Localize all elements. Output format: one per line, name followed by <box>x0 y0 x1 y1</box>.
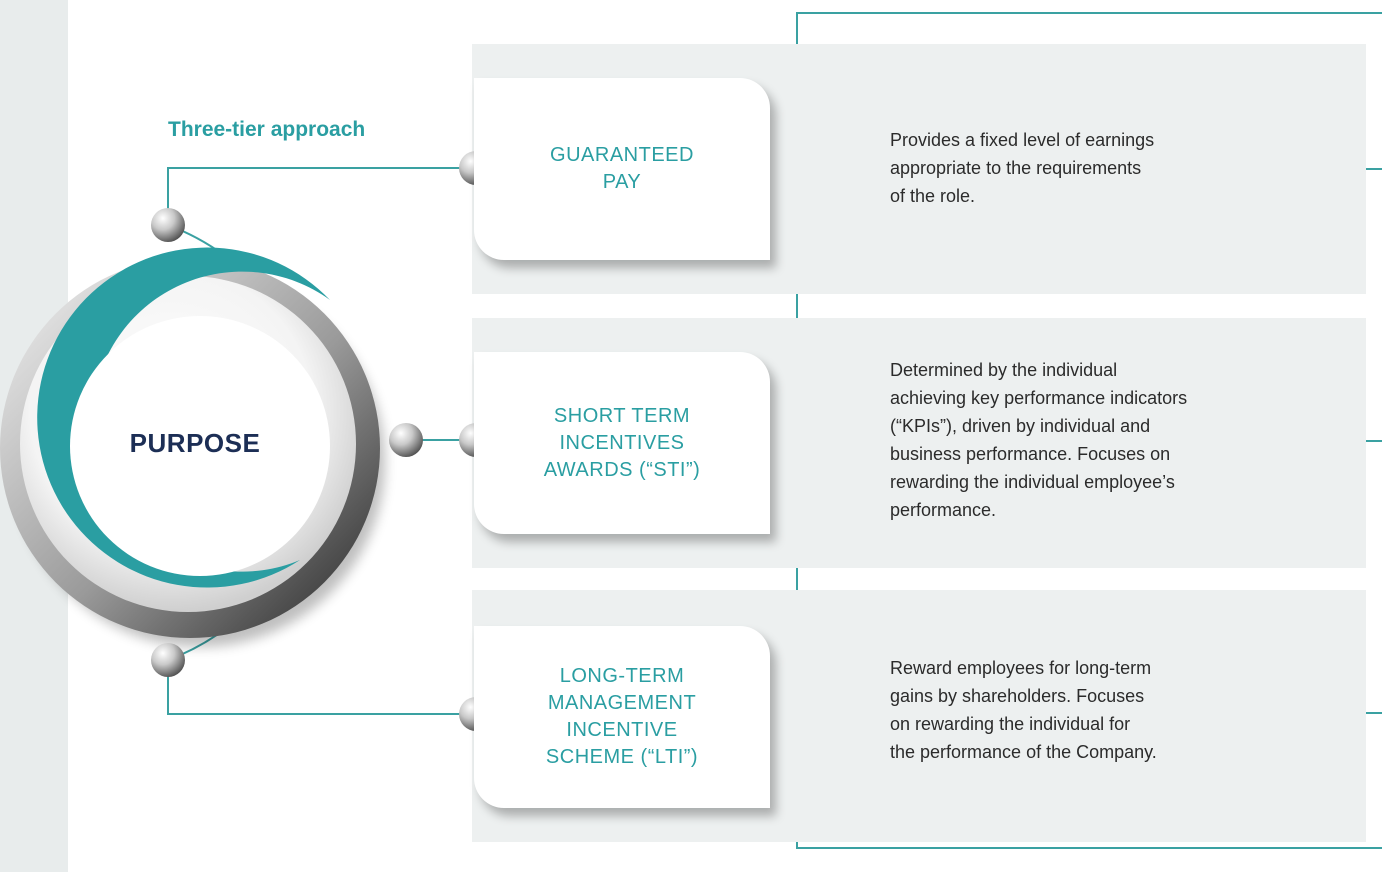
tier-box-lti: LONG-TERM MANAGEMENT INCENTIVE SCHEME (“… <box>474 626 770 808</box>
diagram-heading: Three-tier approach <box>168 118 366 141</box>
tier-box-sti: SHORT TERM INCENTIVES AWARDS (“STI”) <box>474 352 770 534</box>
connector-dot-icon <box>151 643 185 677</box>
connector-dot-icon <box>151 208 185 242</box>
row-connector-tick <box>1366 440 1382 442</box>
tier-description-sti: Determined by the individual achieving k… <box>890 360 1188 520</box>
tier-description-guaranteed-pay: Provides a fixed level of earnings appro… <box>890 130 1155 206</box>
tier-label: GUARANTEED PAY <box>550 144 694 193</box>
connector-dot-icon <box>389 423 423 457</box>
row-connector-tick <box>1366 168 1382 170</box>
tier-label: LONG-TERM MANAGEMENT INCENTIVE SCHEME (“… <box>545 665 699 768</box>
tier-box-guaranteed-pay: GUARANTEED PAY <box>474 78 770 260</box>
row-connector-tick <box>1366 712 1382 714</box>
purpose-label: PURPOSE <box>129 428 261 458</box>
tier-description-lti: Reward employees for long-term gains by … <box>890 658 1157 762</box>
purpose-diagram-graphic <box>0 151 493 731</box>
tier-label: SHORT TERM INCENTIVES AWARDS (“STI”) <box>543 404 701 481</box>
